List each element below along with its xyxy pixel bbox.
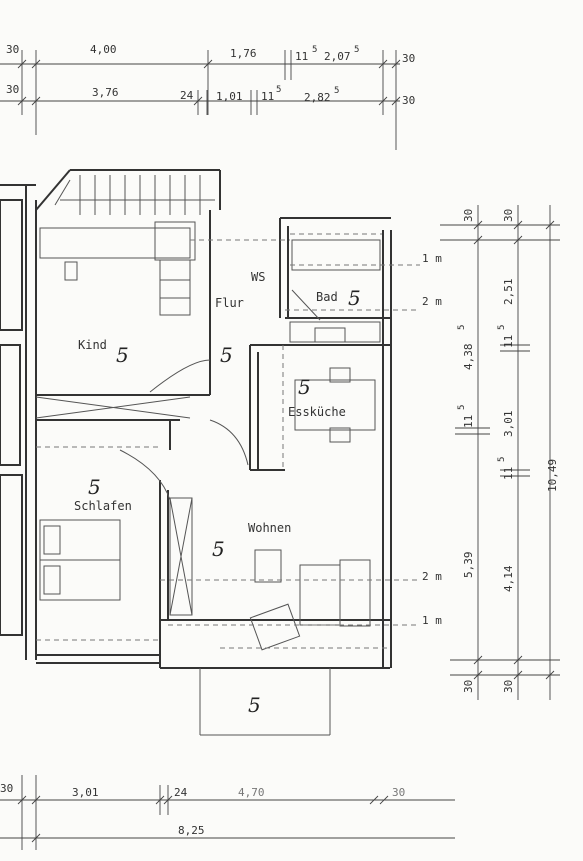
dim-top-4-00: 4,00 [90,43,117,56]
mark-schlafen: 5 [88,475,101,499]
dim-bottom-3-01: 3,01 [72,786,99,799]
dim-right-4-38: 4,38 [462,344,475,371]
dim-top-11-sup: 5 [312,45,317,55]
dim-right-30-bottom-b: 30 [502,680,515,693]
dim-row2-2-82: 2,82 [304,91,331,104]
room-label-wc: WS [251,270,265,284]
dim-row2-2-82-sup: 5 [334,86,339,96]
level-1m-top: 1 m [422,252,442,265]
dim-top-30-left: 30 [6,43,19,56]
mark-wohnen: 5 [212,537,225,561]
level-1m-bottom: 1 m [422,614,442,627]
dim-bottom-total: 8,25 [178,824,205,837]
balcony [199,668,331,736]
dim-row2-24: 24 [180,89,194,102]
walls [0,169,392,669]
dim-right-11-b: 11 [502,335,515,348]
room-label-schlafen: Schlafen [74,499,132,513]
furniture [39,221,382,651]
mark-balcony: 5 [248,693,261,717]
dim-bottom-24: 24 [174,786,188,799]
room-labels: Kind Schlafen Wohnen Flur Bad WS Essküch… [74,270,361,717]
dim-row2-11-sup: 5 [276,85,281,95]
dim-right-11-a-sup: 5 [457,405,467,410]
mark-kind: 5 [116,343,129,367]
room-label-esskueche: Essküche [288,405,346,419]
dim-right-30-top-a: 30 [462,209,475,222]
room-label-flur: Flur [215,296,244,310]
room-label-bad: Bad [316,290,338,304]
dim-row2-1-01: 1,01 [216,90,243,103]
dim-top-11: 11 [295,50,308,63]
dim-bottom-30-left: 30 [0,782,13,795]
dim-row2-3-76: 3,76 [92,86,119,99]
door-swings [119,289,321,501]
dim-row2-30-left: 30 [6,83,19,96]
dim-right-11-c-sup: 5 [497,457,507,462]
dim-right-total: 10,49 [546,459,559,492]
dim-right-3-01: 3,01 [502,411,515,438]
level-markers: 1 m 2 m 2 m 1 m [422,252,442,627]
top-dimensions: 30 4,00 1,76 11 5 2,07 5 30 30 3,76 24 1… [0,43,415,150]
right-dimensions: 30 4,38 5 11 5 5,39 30 30 2,51 11 5 3,01… [440,205,560,700]
mark-esskueche: 5 [298,375,311,399]
level-2m-bottom: 2 m [422,570,442,583]
dim-row2-11: 11 [261,90,274,103]
dim-right-11-c: 11 [502,467,515,480]
mark-bad: 5 [348,286,361,310]
mark-flur: 5 [220,343,233,367]
dim-bottom-30-right: 30 [392,786,405,799]
bottom-dimensions: 30 3,01 24 4,70 30 8,25 [0,775,455,850]
dashed-lines [36,239,420,649]
dim-right-30-top-b: 30 [502,209,515,222]
level-2m-top: 2 m [422,295,442,308]
dim-top-2-07-sup: 5 [354,45,359,55]
dim-top-1-76: 1,76 [230,47,257,60]
dim-right-11-b-sup: 5 [497,325,507,330]
dim-right-2-51: 2,51 [502,279,515,306]
staircase [54,175,215,215]
dim-right-30-bottom-a: 30 [462,680,475,693]
dim-right-4-38-sup: 5 [457,325,467,330]
dim-bottom-4-70: 4,70 [238,786,265,799]
dim-top-2-07: 2,07 [324,50,351,63]
room-label-wohnen: Wohnen [248,521,291,535]
room-label-kind: Kind [78,338,107,352]
dim-right-5-39: 5,39 [462,552,475,579]
dim-right-4-14: 4,14 [502,565,515,592]
dim-right-11-a: 11 [462,415,475,428]
dim-row2-30-right: 30 [402,94,415,107]
dim-top-30-right: 30 [402,52,415,65]
